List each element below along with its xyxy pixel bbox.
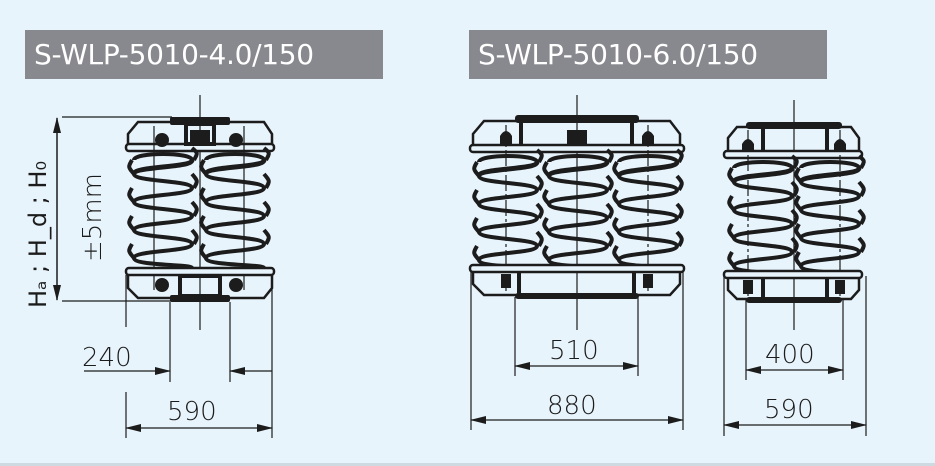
coil-spring-icon bbox=[727, 154, 866, 276]
coil-spring-icon bbox=[127, 146, 271, 268]
dimension-590-left: 590 bbox=[167, 397, 217, 427]
model-title-4-0: S-WLP-5010-4.0/150 bbox=[25, 30, 383, 79]
dimension-590-right: 590 bbox=[764, 395, 814, 425]
bottom-border bbox=[0, 463, 935, 466]
height-annotation: Hₐ ; H_d ; H₀ ±5mm bbox=[24, 161, 108, 308]
spring-isolator-6-0-front bbox=[468, 95, 686, 430]
dimension-880: 880 bbox=[547, 391, 597, 421]
spring-isolator-6-0-side bbox=[722, 100, 867, 436]
model-title-6-0: S-WLP-5010-6.0/150 bbox=[469, 30, 827, 79]
coil-spring-icon bbox=[472, 148, 684, 270]
dimension-400: 400 bbox=[765, 340, 815, 370]
spring-isolator-4-0 bbox=[53, 95, 276, 438]
dimension-510: 510 bbox=[549, 336, 599, 366]
dimension-240: 240 bbox=[82, 343, 132, 373]
tolerance-label: ±5mm bbox=[78, 173, 108, 262]
height-label: Hₐ ; H_d ; H₀ bbox=[24, 161, 52, 308]
